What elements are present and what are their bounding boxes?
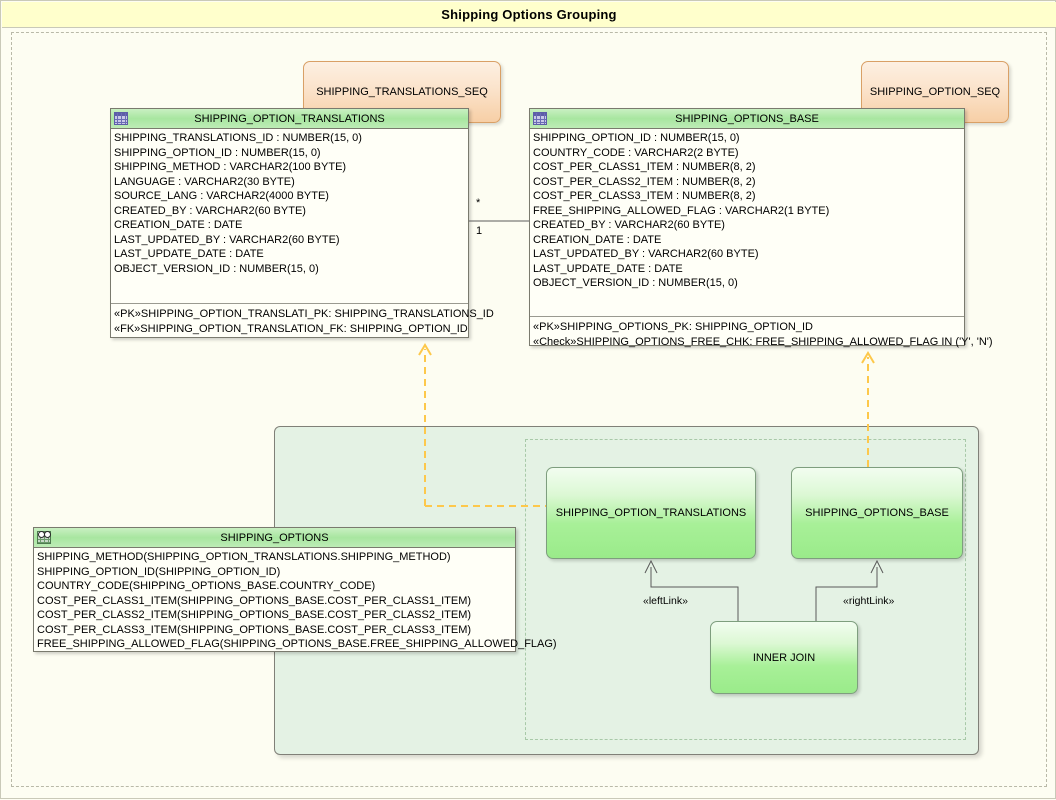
multiplicity-target: 1 <box>476 225 483 237</box>
query-node-label: SHIPPING_OPTIONS_BASE <box>805 507 949 519</box>
diagram-canvas-frame <box>11 32 1047 787</box>
entity-attributes: SHIPPING_METHOD(SHIPPING_OPTION_TRANSLAT… <box>34 548 557 652</box>
constraint-row: «FK»SHIPPING_OPTION_TRANSLATION_FK: SHIP… <box>114 322 468 335</box>
entity-constraints: «PK»SHIPPING_OPTION_TRANSLATI_PK: SHIPPI… <box>111 305 494 338</box>
attribute-row: SHIPPING_OPTION_ID : NUMBER(15, 0) <box>533 132 740 144</box>
attribute-row: COST_PER_CLASS3_ITEM : NUMBER(8, 2) <box>533 190 756 202</box>
multiplicity-source: * <box>476 197 481 209</box>
attribute-row: SHIPPING_OPTION_ID : NUMBER(15, 0) <box>114 146 321 159</box>
query-node-label: INNER JOIN <box>752 651 816 664</box>
attribute-row: COST_PER_CLASS1_ITEM : NUMBER(8, 2) <box>533 161 756 173</box>
attribute-row: CREATED_BY : VARCHAR2(60 BYTE) <box>533 219 725 231</box>
constraint-row: «Check»SHIPPING_OPTIONS_FREE_CHK: FREE_S… <box>533 335 993 348</box>
entity-attributes: SHIPPING_OPTION_ID : NUMBER(15, 0) COUNT… <box>530 129 964 291</box>
sequence-label: SHIPPING_OPTION_SEQ <box>869 86 1001 98</box>
attribute-row: COST_PER_CLASS3_ITEM(SHIPPING_OPTIONS_BA… <box>37 623 472 636</box>
entity-name: SHIPPING_OPTION_TRANSLATIONS <box>194 112 385 125</box>
attribute-row: SHIPPING_METHOD : VARCHAR2(100 BYTE) <box>114 161 347 173</box>
sequence-label: SHIPPING_TRANSLATIONS_SEQ <box>316 86 488 98</box>
diagram-title-bar: Shipping Options Grouping <box>2 2 1056 28</box>
constraint-row: «PK»SHIPPING_OPTIONS_PK: SHIPPING_OPTION… <box>533 321 813 333</box>
table-icon <box>533 112 547 125</box>
attribute-row: LAST_UPDATE_DATE : DATE <box>533 262 683 275</box>
attribute-row: SHIPPING_OPTION_ID(SHIPPING_OPTION_ID) <box>37 565 281 578</box>
attribute-row: LAST_UPDATED_BY : VARCHAR2(60 BYTE) <box>114 233 340 246</box>
entity-divider <box>111 303 468 304</box>
query-node-inner-join[interactable]: INNER JOIN <box>710 621 858 694</box>
attribute-row: COST_PER_CLASS1_ITEM(SHIPPING_OPTIONS_BA… <box>37 594 472 607</box>
attribute-row: SOURCE_LANG : VARCHAR2(4000 BYTE) <box>114 190 329 202</box>
attribute-row: LANGUAGE : VARCHAR2(30 BYTE) <box>114 175 295 188</box>
query-inner-region <box>525 439 966 740</box>
entity-attributes: SHIPPING_TRANSLATIONS_ID : NUMBER(15, 0)… <box>111 129 468 276</box>
attribute-row: COUNTRY_CODE : VARCHAR2(2 BYTE) <box>533 146 739 159</box>
view-icon <box>37 531 51 544</box>
attribute-row: OBJECT_VERSION_ID : NUMBER(15, 0) <box>533 277 738 289</box>
entity-shipping-option-translations[interactable]: SHIPPING_OPTION_TRANSLATIONS SHIPPING_TR… <box>110 108 494 338</box>
query-node-shipping-options-base[interactable]: SHIPPING_OPTIONS_BASE <box>791 467 963 559</box>
attribute-row: COST_PER_CLASS2_ITEM(SHIPPING_OPTIONS_BA… <box>37 609 472 621</box>
attribute-row: OBJECT_VERSION_ID : NUMBER(15, 0) <box>114 262 319 275</box>
page-title: Shipping Options Grouping <box>441 7 617 22</box>
attribute-row: CREATION_DATE : DATE <box>533 233 662 246</box>
entity-name: SHIPPING_OPTIONS_BASE <box>675 112 819 125</box>
query-node-label: SHIPPING_OPTION_TRANSLATIONS <box>555 507 747 519</box>
entity-header: SHIPPING_OPTIONS <box>34 528 515 548</box>
constraint-row: «PK»SHIPPING_OPTION_TRANSLATI_PK: SHIPPI… <box>114 308 494 320</box>
entity-shipping-options-base[interactable]: SHIPPING_OPTIONS_BASE SHIPPING_OPTION_ID… <box>529 108 993 348</box>
entity-divider <box>530 316 964 317</box>
entity-shipping-options-view[interactable]: SHIPPING_OPTIONS SHIPPING_METHOD(SHIPPIN… <box>33 527 557 652</box>
attribute-row: FREE_SHIPPING_ALLOWED_FLAG : VARCHAR2(1 … <box>533 204 830 217</box>
attribute-row: CREATED_BY : VARCHAR2(60 BYTE) <box>114 204 306 217</box>
entity-header: SHIPPING_OPTIONS_BASE <box>530 109 964 129</box>
entity-header: SHIPPING_OPTION_TRANSLATIONS <box>111 109 468 129</box>
attribute-row: LAST_UPDATE_DATE : DATE <box>114 248 264 260</box>
attribute-row: FREE_SHIPPING_ALLOWED_FLAG(SHIPPING_OPTI… <box>37 638 557 650</box>
label-right-link: «rightLink» <box>843 595 895 607</box>
entity-name: SHIPPING_OPTIONS <box>220 531 329 544</box>
attribute-row: COST_PER_CLASS2_ITEM : NUMBER(8, 2) <box>533 175 756 188</box>
label-left-link: «leftLink» <box>643 595 688 607</box>
query-node-shipping-option-translations[interactable]: SHIPPING_OPTION_TRANSLATIONS <box>546 467 756 559</box>
attribute-row: SHIPPING_TRANSLATIONS_ID : NUMBER(15, 0) <box>114 132 362 144</box>
attribute-row: CREATION_DATE : DATE <box>114 219 243 231</box>
attribute-row: LAST_UPDATED_BY : VARCHAR2(60 BYTE) <box>533 248 759 260</box>
attribute-row: COUNTRY_CODE(SHIPPING_OPTIONS_BASE.COUNT… <box>37 580 376 592</box>
table-icon <box>114 112 128 125</box>
entity-constraints: «PK»SHIPPING_OPTIONS_PK: SHIPPING_OPTION… <box>530 318 993 351</box>
attribute-row: SHIPPING_METHOD(SHIPPING_OPTION_TRANSLAT… <box>37 551 451 563</box>
